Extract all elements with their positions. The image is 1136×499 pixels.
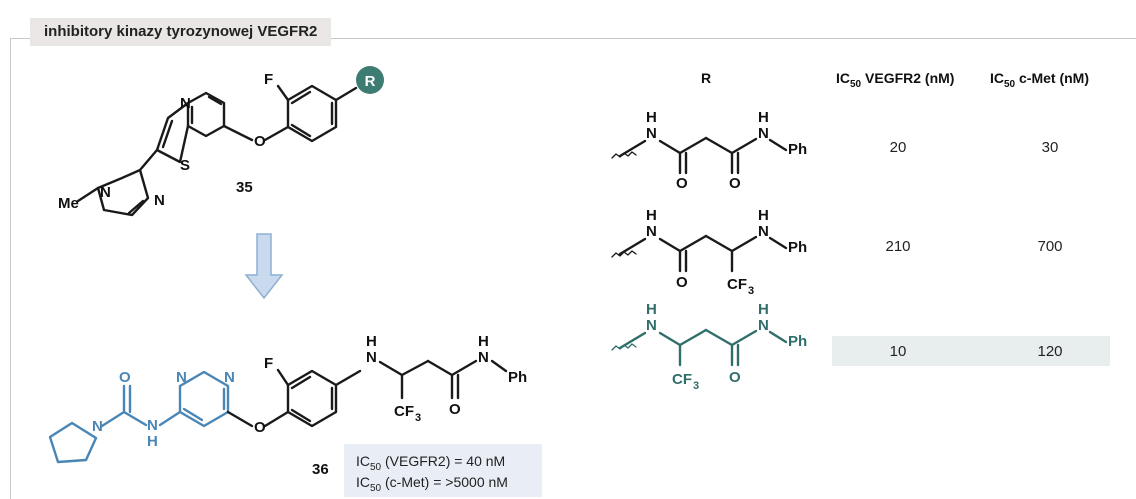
svg-text:N: N <box>646 223 657 240</box>
svg-text:H: H <box>758 109 769 126</box>
svg-text:H: H <box>646 301 657 318</box>
svg-text:CF: CF <box>394 403 414 420</box>
down-arrow <box>244 233 284 300</box>
compound-35-structure: R N F O S N N Me 35 <box>58 66 384 217</box>
row1-cmet: 30 <box>1042 139 1059 156</box>
section-title: inhibitory kinazy tyrozynowej VEGFR2 <box>30 18 332 46</box>
svg-text:IC50 (VEGFR2) = 40 nM: IC50 (VEGFR2) = 40 nM <box>356 453 505 473</box>
svg-text:3: 3 <box>415 412 421 424</box>
svg-text:Ph: Ph <box>788 333 807 350</box>
svg-text:N: N <box>758 317 769 334</box>
svg-text:F: F <box>264 355 273 372</box>
svg-text:3: 3 <box>693 380 699 392</box>
svg-text:CF: CF <box>727 276 747 293</box>
row1-vegfr2: 20 <box>890 139 907 156</box>
svg-text:N: N <box>92 418 103 435</box>
svg-text:N: N <box>180 95 191 112</box>
svg-text:H: H <box>646 207 657 224</box>
compound-35-label: 35 <box>236 179 253 196</box>
svg-text:N: N <box>646 125 657 142</box>
highlight-bar <box>832 336 1110 366</box>
svg-text:N: N <box>176 369 187 386</box>
table-row-highlighted: H N CF 3 O H N Ph 10 120 <box>611 301 1110 392</box>
svg-text:O: O <box>729 369 741 386</box>
svg-text:O: O <box>119 369 131 386</box>
svg-text:O: O <box>449 401 461 418</box>
header-r: R <box>701 70 711 86</box>
svg-text:S: S <box>180 157 190 174</box>
svg-text:N: N <box>758 223 769 240</box>
svg-text:CF: CF <box>672 371 692 388</box>
r-group-badge <box>356 66 384 94</box>
svg-text:Ph: Ph <box>788 239 807 256</box>
frame-left-line <box>10 38 11 499</box>
svg-text:H: H <box>478 333 489 350</box>
header-cmet: IC50 c-Met (nM) <box>990 70 1089 90</box>
svg-text:N: N <box>154 192 165 209</box>
svg-text:N: N <box>366 349 377 366</box>
activity-table: R IC50 VEGFR2 (nM) IC50 c-Met (nM) H N O… <box>611 70 1110 392</box>
svg-text:O: O <box>254 419 266 436</box>
svg-text:IC50 (c-Met) = >5000 nM: IC50 (c-Met) = >5000 nM <box>356 474 508 494</box>
frame-top-line <box>10 38 1136 39</box>
svg-text:Ph: Ph <box>508 369 527 386</box>
svg-text:Me: Me <box>58 195 79 212</box>
svg-text:O: O <box>254 133 266 150</box>
svg-text:Ph: Ph <box>788 141 807 158</box>
compound-36-structure: O N N H N N F O N H CF 3 O N H Ph <box>48 333 527 464</box>
svg-text:O: O <box>676 274 688 291</box>
row3-cmet: 120 <box>1037 343 1062 360</box>
svg-text:H: H <box>758 207 769 224</box>
svg-text:R: R <box>365 73 376 90</box>
svg-text:3: 3 <box>748 285 754 297</box>
table-row: H N O CF 3 H N Ph 210 700 <box>611 207 1063 297</box>
compound-36-label: 36 <box>312 461 329 478</box>
svg-text:H: H <box>366 333 377 350</box>
svg-text:O: O <box>729 175 741 192</box>
svg-text:N: N <box>147 417 158 434</box>
svg-text:O: O <box>676 175 688 192</box>
svg-text:N: N <box>224 369 235 386</box>
svg-text:N: N <box>100 184 111 201</box>
svg-text:N: N <box>758 125 769 142</box>
svg-text:H: H <box>147 433 158 450</box>
svg-text:H: H <box>646 109 657 126</box>
header-vegfr2: IC50 VEGFR2 (nM) <box>836 70 954 90</box>
row2-vegfr2: 210 <box>885 238 910 255</box>
table-row: H N O O H N Ph 20 30 <box>611 109 1059 192</box>
svg-text:H: H <box>758 301 769 318</box>
svg-text:N: N <box>478 349 489 366</box>
svg-text:F: F <box>264 71 273 88</box>
row3-vegfr2: 10 <box>890 343 907 360</box>
compound-36-ic50-box: IC50 (VEGFR2) = 40 nM IC50 (c-Met) = >50… <box>344 444 542 497</box>
svg-text:N: N <box>646 317 657 334</box>
row2-cmet: 700 <box>1037 238 1062 255</box>
